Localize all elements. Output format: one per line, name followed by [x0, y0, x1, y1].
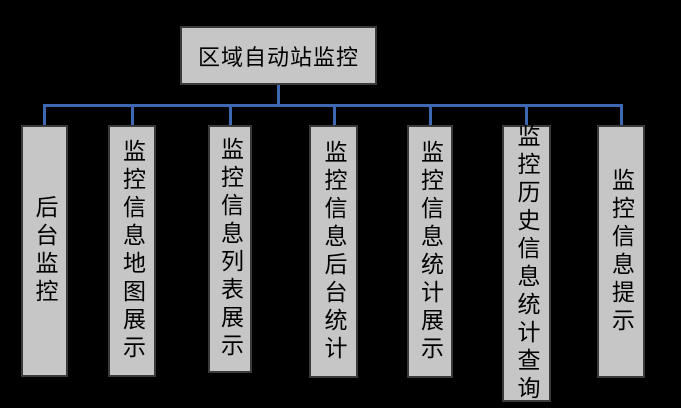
root-node-label: 区域自动站监控	[197, 44, 359, 70]
node-monitoring-info-prompt-label: 监控信息提示	[608, 167, 634, 336]
connector-drop-4	[333, 105, 336, 126]
node-monitoring-history-statistics-query: 监控历史信息统计查询	[502, 123, 551, 404]
node-monitoring-info-map-display: 监控信息地图展示	[108, 125, 156, 377]
node-backend-monitoring-label: 后台监控	[32, 195, 57, 307]
node-monitoring-info-backend-statistics: 监控信息后台统计	[309, 125, 358, 378]
node-monitoring-info-list-display: 监控信息列表展示	[208, 125, 252, 373]
node-monitoring-info-prompt: 监控信息提示	[597, 125, 645, 378]
node-monitoring-info-statistics-display: 监控信息统计展示	[407, 125, 453, 378]
connector-drop-2	[131, 105, 134, 126]
node-monitoring-info-map-display-label: 监控信息地图展示	[119, 139, 145, 363]
node-monitoring-history-statistics-query-label: 监控历史信息统计查询	[514, 123, 539, 404]
node-monitoring-info-backend-statistics-label: 监控信息后台统计	[321, 139, 346, 364]
node-monitoring-info-list-display-label: 监控信息列表展示	[217, 137, 243, 361]
connector-drop-7	[620, 105, 623, 126]
node-monitoring-info-statistics-display-label: 监控信息统计展示	[417, 139, 443, 364]
connector-drop-6	[525, 105, 528, 126]
connector-drop-5	[429, 105, 432, 126]
root-node: 区域自动站监控	[180, 26, 377, 85]
connector-drop-3	[229, 105, 232, 126]
node-backend-monitoring: 后台监控	[21, 125, 68, 377]
connector-drop-1	[43, 105, 46, 126]
connector-stem	[277, 85, 280, 105]
